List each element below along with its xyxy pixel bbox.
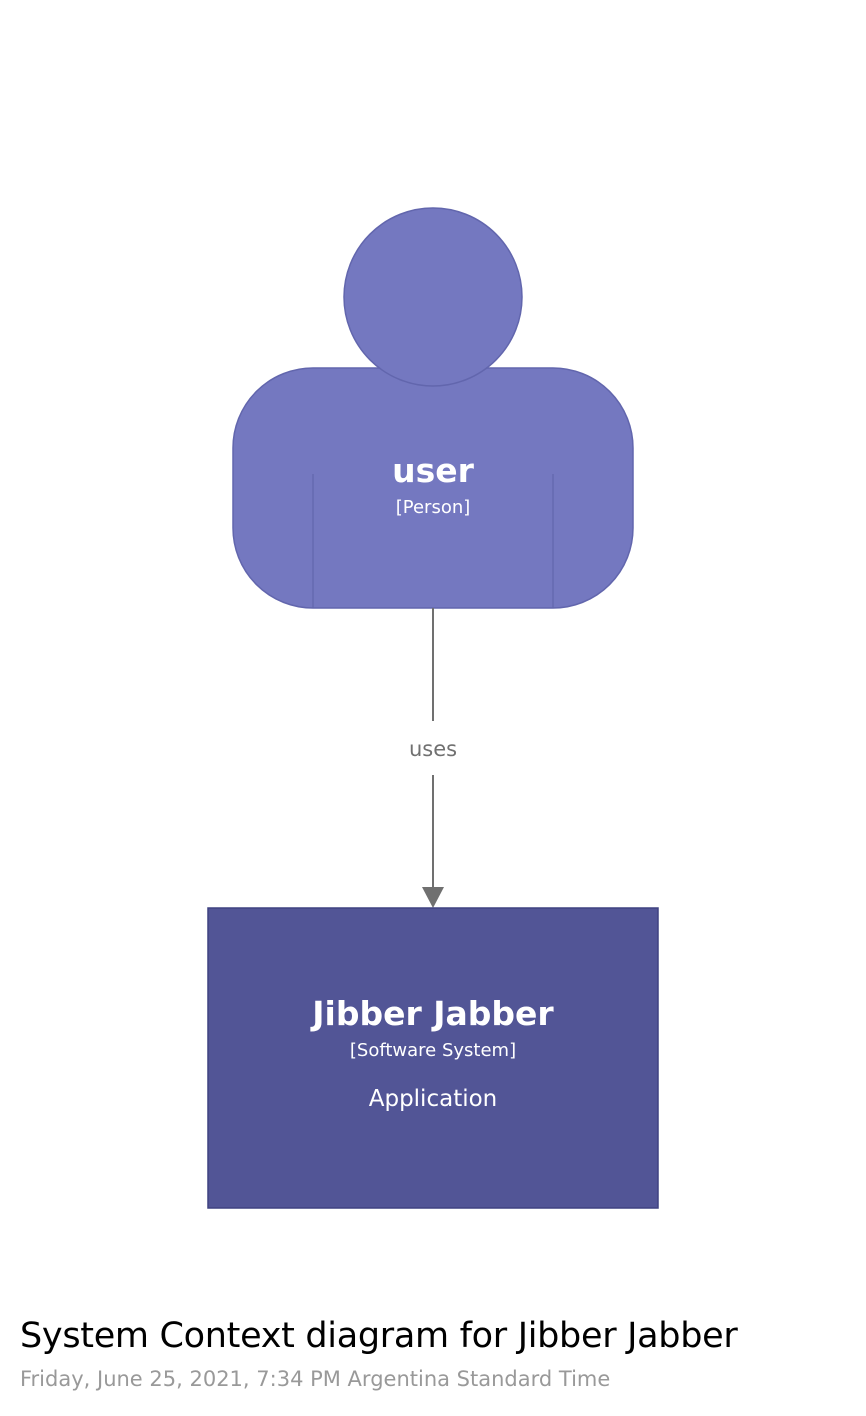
person-head bbox=[343, 207, 523, 387]
system-type: [Software System] bbox=[350, 1040, 516, 1061]
system-name: Jibber Jabber bbox=[310, 994, 554, 1033]
system-description: Application bbox=[369, 1086, 498, 1112]
person-name: user bbox=[392, 451, 475, 490]
relationship-uses[interactable]: uses bbox=[409, 608, 457, 908]
arrowhead-icon bbox=[422, 887, 444, 908]
diagram-title: System Context diagram for Jibber Jabber bbox=[20, 1316, 738, 1356]
diagram-timestamp: Friday, June 25, 2021, 7:34 PM Argentina… bbox=[20, 1367, 611, 1391]
person-user[interactable]: user [Person] bbox=[232, 207, 634, 609]
software-system-jibber-jabber[interactable]: Jibber Jabber [Software System] Applicat… bbox=[207, 907, 659, 1209]
person-type: [Person] bbox=[396, 497, 471, 518]
relationship-label: uses bbox=[409, 737, 457, 761]
system-box bbox=[207, 907, 659, 1209]
